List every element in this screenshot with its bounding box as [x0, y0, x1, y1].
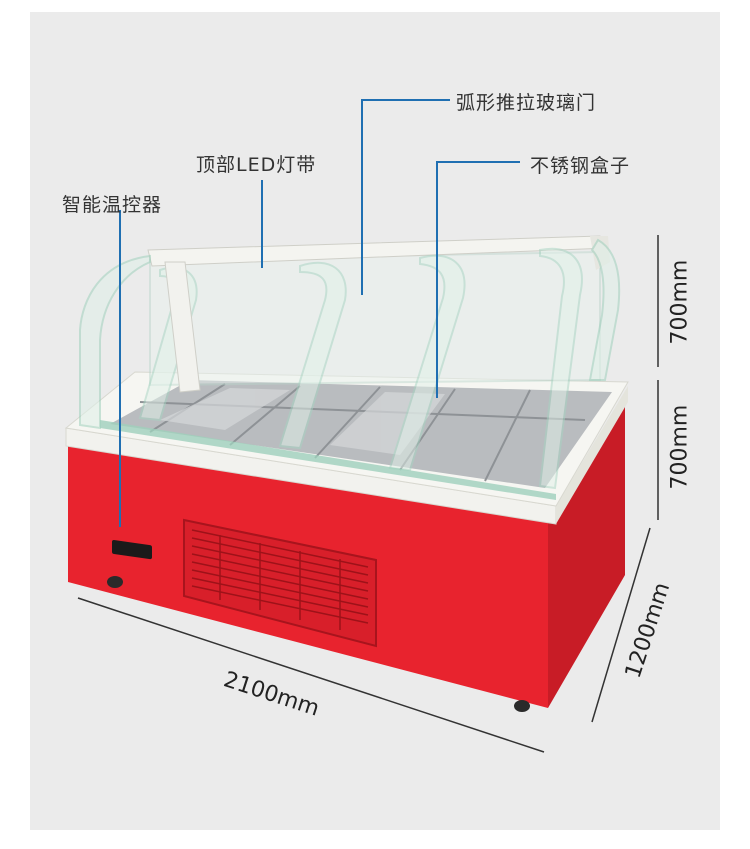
sliding-glass-door-4 [538, 247, 583, 490]
dimension-lines [77, 235, 659, 753]
front-glass-edge [100, 420, 556, 500]
sliding-glass-door-2 [278, 261, 347, 450]
right-curved-glass [588, 238, 621, 381]
support-post [164, 261, 201, 393]
dimension-upper-height: 700mm [667, 259, 693, 345]
label-top-led-strip: 顶部LED灯带 [196, 154, 317, 176]
left-curved-glass [79, 254, 151, 430]
dimension-lower-height: 700mm [667, 404, 693, 490]
label-stainless-steel-pans: 不锈钢盒子 [530, 155, 631, 177]
thermostat-panel [112, 540, 152, 560]
counter-ledge-side [556, 386, 628, 524]
sliding-glass-door-3 [388, 254, 466, 472]
label-smart-thermostat: 智能温控器 [62, 194, 163, 216]
cabinet-side [548, 398, 625, 708]
wheel-front-right [514, 700, 530, 712]
wheel-front-left [107, 576, 123, 588]
rear-glass [149, 250, 601, 387]
leader-lines [119, 99, 520, 527]
vent-slats [191, 529, 369, 630]
label-curved-sliding-glass-door: 弧形推拉玻璃门 [456, 92, 597, 114]
